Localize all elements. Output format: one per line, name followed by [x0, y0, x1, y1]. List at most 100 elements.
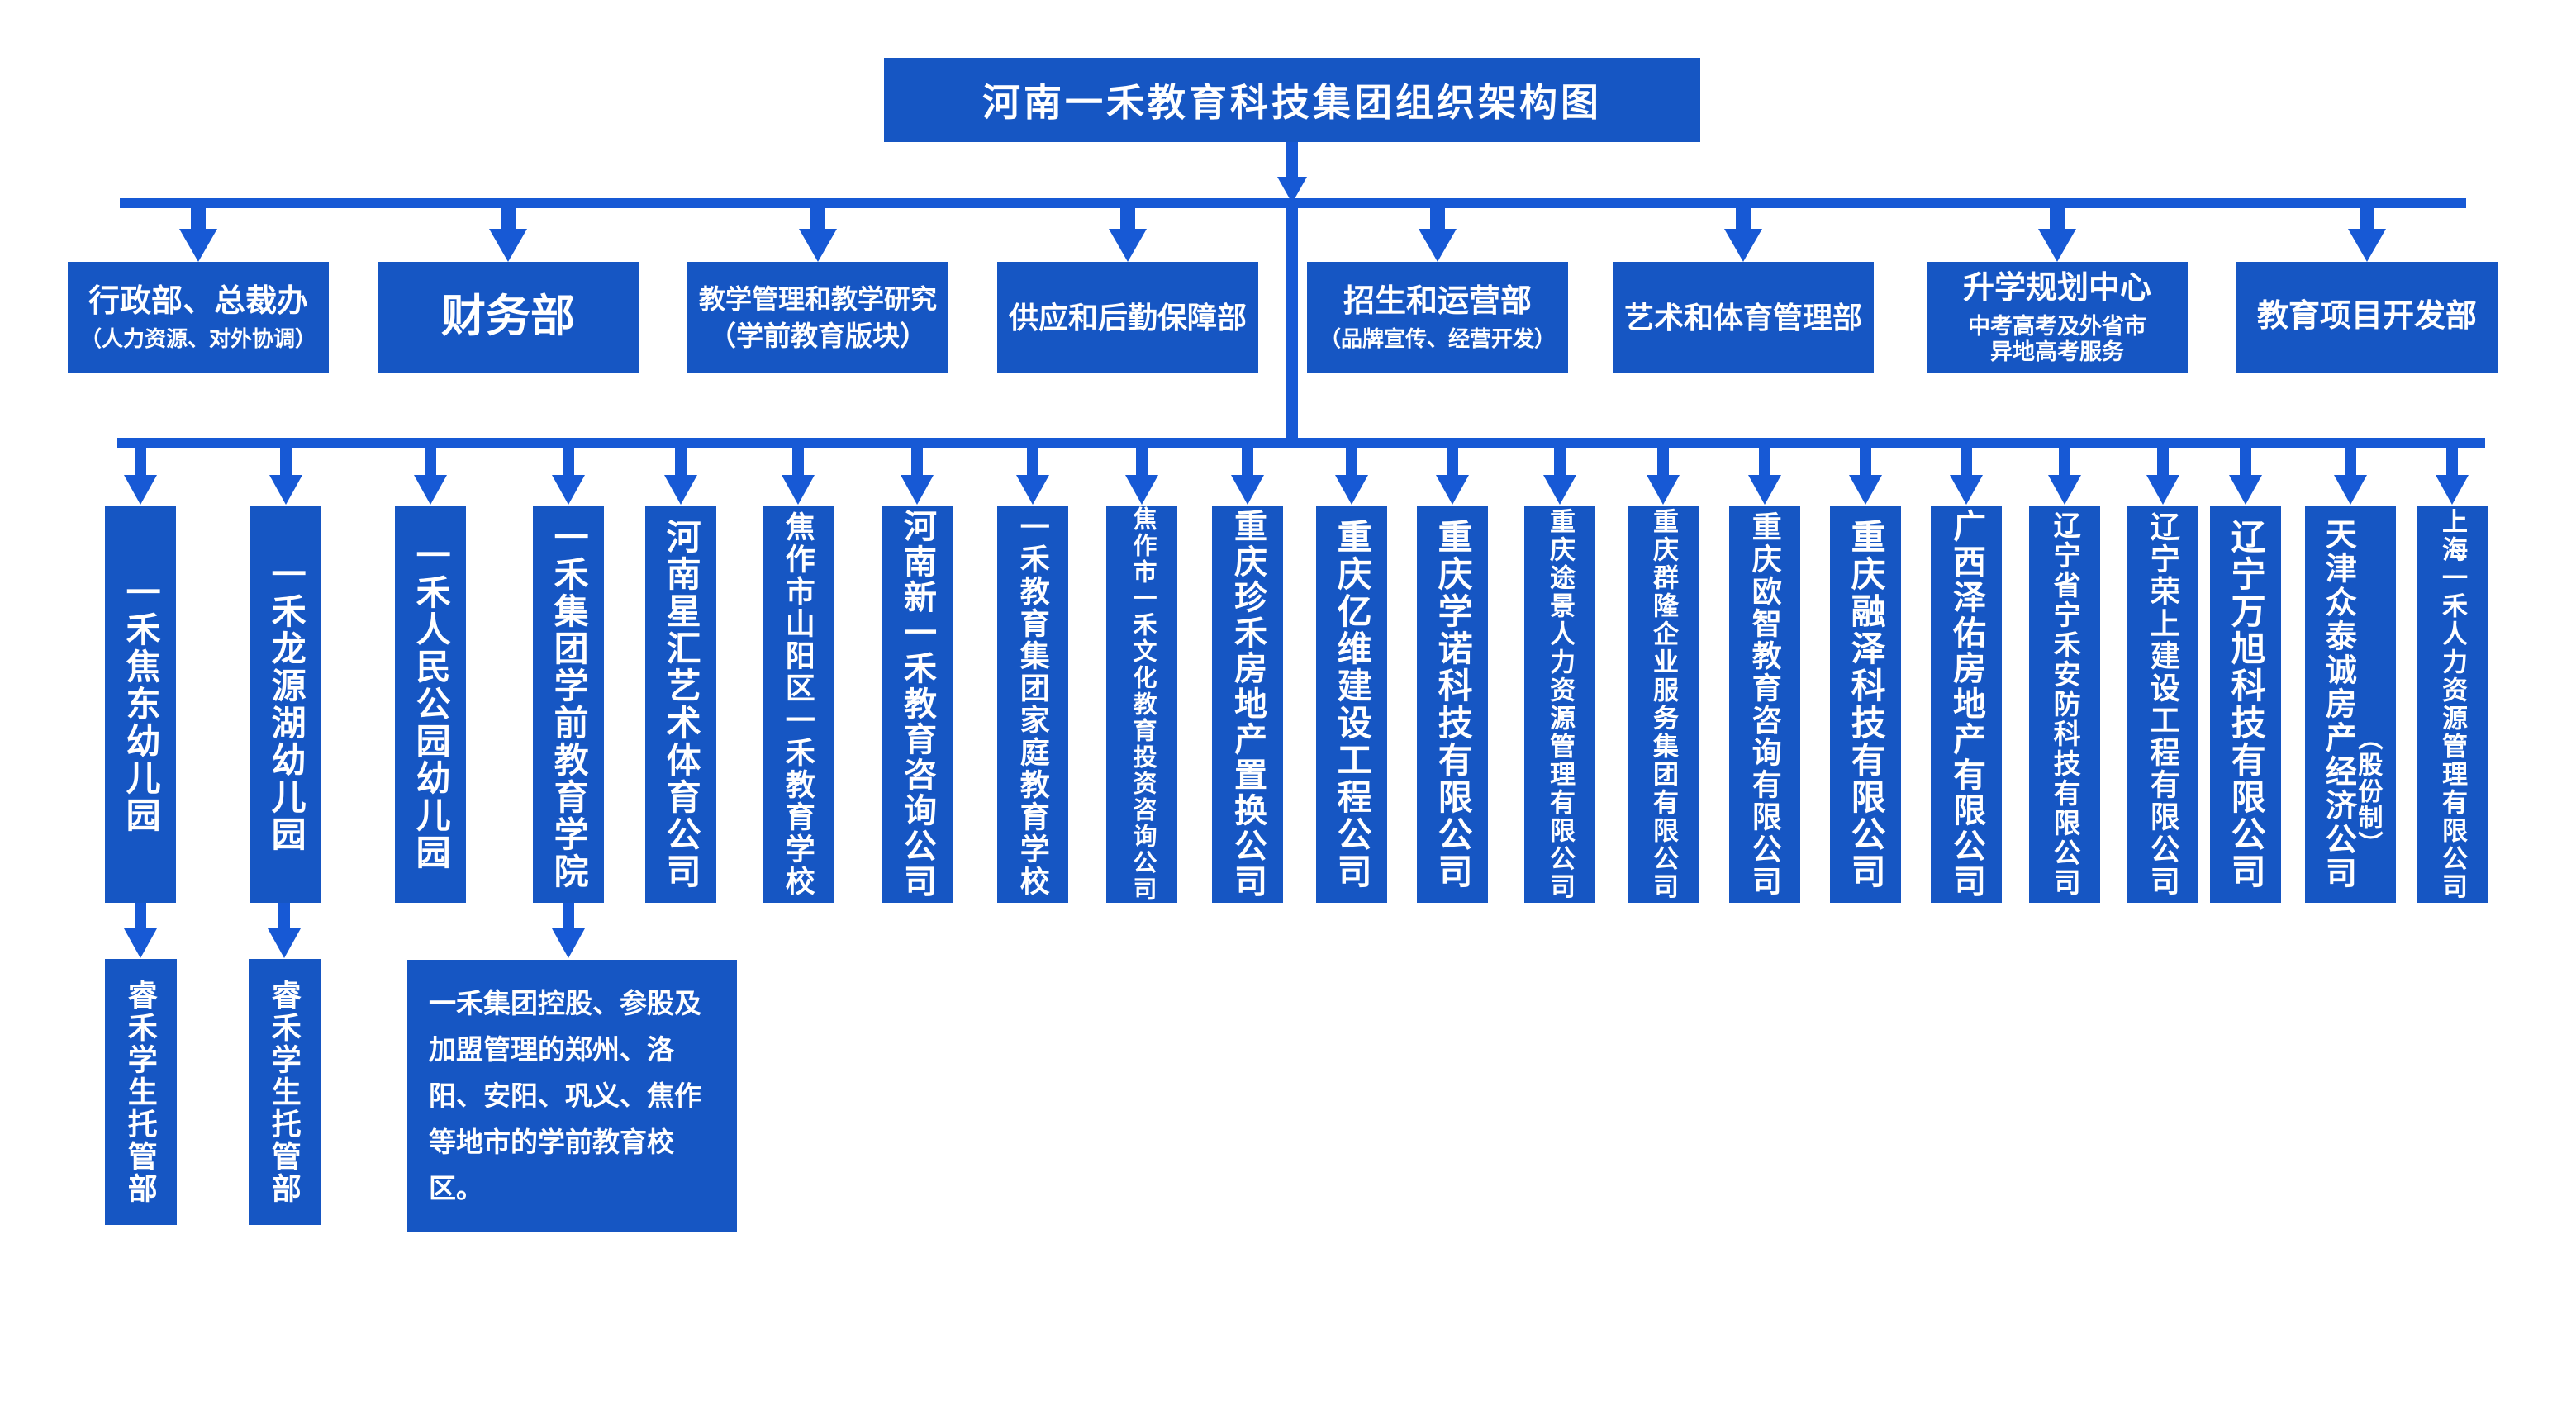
- subsidiary-box: 焦作市山阳区一禾教育学校: [763, 506, 834, 903]
- sub-unit-name: 睿禾学生托管部: [123, 979, 158, 1205]
- department-name: 行政部、总裁办: [88, 284, 308, 320]
- subsidiary-box: 重庆学诺科技有限公司: [1417, 506, 1488, 903]
- subsidiary-arrow-down: [1849, 448, 1882, 505]
- subsidiary-arrow-down: [1647, 448, 1680, 505]
- department-arrow-down: [179, 208, 217, 262]
- subsidiary-box: 重庆珍禾房地产置换公司: [1212, 506, 1283, 903]
- subsidiary-box: 重庆欧智教育咨询有限公司: [1729, 506, 1800, 903]
- subsidiary-box: 辽宁万旭科技有限公司: [2210, 506, 2281, 903]
- department-name: 艺术和体育管理部: [1623, 300, 1862, 335]
- department-subtitle: 中考高考及外省市异地高考服务: [1968, 313, 2146, 364]
- subsidiary-arrow-down: [1436, 448, 1469, 505]
- department-subtitle: （品牌宣传、经营开发）: [1319, 325, 1556, 351]
- subsidiary-name: 天津众泰诚房产经济公司: [2320, 518, 2355, 890]
- subsidiary-box: 重庆融泽科技有限公司: [1830, 506, 1901, 903]
- department-arrow-down: [1109, 208, 1147, 262]
- sub-unit-box: 睿禾学生托管部: [104, 959, 177, 1225]
- subsidiary-box: 上海一禾人力资源管理有限公司: [2417, 506, 2488, 903]
- subsidiary-arrow-down: [1231, 448, 1264, 505]
- subsidiary-name: 重庆亿维建设工程公司: [1333, 518, 1372, 890]
- subsidiary-arrow-down: [2048, 448, 2081, 505]
- department-arrow-down: [489, 208, 527, 262]
- note-box: 一禾集团控股、参股及加盟管理的郑州、洛阳、安阳、巩义、焦作等地市的学前教育校区。: [407, 960, 737, 1232]
- department-arrow-down: [1724, 208, 1762, 262]
- subsidiary-name: 一禾焦东幼儿园: [121, 574, 161, 834]
- subsidiary-box: 辽宁荣上建设工程有限公司: [2127, 506, 2198, 903]
- subsidiary-arrow-down: [2146, 448, 2179, 505]
- subsidiary-box: 河南星汇艺术体育公司: [645, 506, 716, 903]
- sub-unit-arrow-down: [268, 903, 301, 958]
- subsidiary-name-suffix: （股份制）: [2354, 725, 2382, 857]
- department-box: 供应和后勤保障部: [997, 262, 1258, 373]
- subsidiary-arrow-down: [1335, 448, 1368, 505]
- subsidiary-arrow-down: [2229, 448, 2262, 505]
- department-box: 艺术和体育管理部: [1613, 262, 1874, 373]
- subsidiary-name: 广西泽佑房地产有限公司: [1948, 509, 1984, 899]
- subsidiary-name: 河南新一禾教育咨询公司: [899, 509, 935, 899]
- sub-unit-arrow-down: [124, 903, 157, 958]
- subsidiary-box: 一禾集团学前教育学院: [533, 506, 604, 903]
- subsidiary-name: 辽宁荣上建设工程有限公司: [2146, 510, 2180, 898]
- department-name: 教学管理和教学研究: [698, 284, 937, 315]
- subsidiary-arrow-down: [782, 448, 815, 505]
- subsidiary-name: 上海一禾人力资源管理有限公司: [2438, 507, 2468, 901]
- subsidiary-arrow-down: [1543, 448, 1576, 505]
- department-arrow-down: [799, 208, 837, 262]
- department-box: 升学规划中心中考高考及外省市异地高考服务: [1927, 262, 2188, 373]
- sub-unit-name: 睿禾学生托管部: [267, 979, 302, 1205]
- subsidiary-box: 辽宁省宁禾安防科技有限公司: [2029, 506, 2100, 903]
- subsidiary-box: 一禾龙源湖幼儿园: [250, 506, 321, 903]
- subsidiary-arrow-down: [552, 448, 585, 505]
- subsidiary-name: 河南星汇艺术体育公司: [662, 518, 701, 890]
- subsidiary-box: 天津众泰诚房产经济公司（股份制）: [2305, 506, 2396, 903]
- subsidiary-box: 一禾教育集团家庭教育学校: [997, 506, 1068, 903]
- sub-unit-box: 睿禾学生托管部: [248, 959, 321, 1225]
- sub-unit-arrow-down: [552, 903, 585, 958]
- department-name: 供应和后勤保障部: [1008, 300, 1247, 335]
- subsidiary-name: 一禾集团学前教育学院: [549, 518, 589, 890]
- department-arrow-down: [2348, 208, 2386, 262]
- department-name: 招生和运营部: [1343, 284, 1532, 320]
- department-box: 教育项目开发部: [2236, 262, 2498, 373]
- subsidiary-arrow-down: [269, 448, 302, 505]
- subsidiary-name: 重庆融泽科技有限公司: [1846, 518, 1886, 890]
- center-stem: [1286, 206, 1298, 441]
- subsidiary-name: 重庆群隆企业服务集团有限公司: [1649, 507, 1679, 901]
- subsidiary-box: 广西泽佑房地产有限公司: [1931, 506, 2002, 903]
- subsidiary-arrow-down: [664, 448, 697, 505]
- subsidiary-name: 一禾人民公园幼儿园: [411, 537, 451, 871]
- department-box: 财务部: [378, 262, 639, 373]
- subsidiary-box: 重庆群隆企业服务集团有限公司: [1628, 506, 1699, 903]
- department-box: 行政部、总裁办 （人力资源、对外协调）: [68, 262, 329, 373]
- subsidiary-arrow-down: [414, 448, 447, 505]
- subsidiary-box: 一禾人民公园幼儿园: [395, 506, 466, 903]
- subsidiary-box: 重庆亿维建设工程公司: [1316, 506, 1387, 903]
- subsidiary-rail-line: [117, 438, 2485, 448]
- department-rail-line: [120, 198, 2466, 208]
- department-arrow-down: [2038, 208, 2076, 262]
- subsidiary-name: 重庆学诺科技有限公司: [1433, 518, 1473, 890]
- subsidiary-arrow-down: [1950, 448, 1983, 505]
- chart-title: 河南一禾教育科技集团组织架构图: [884, 58, 1700, 142]
- subsidiary-arrow-down: [124, 448, 157, 505]
- department-box: 招生和运营部 （品牌宣传、经营开发）: [1307, 262, 1568, 373]
- subsidiary-arrow-down: [1748, 448, 1781, 505]
- subsidiary-arrow-down: [2436, 448, 2469, 505]
- subsidiary-box: 重庆途景人力资源管理有限公司: [1524, 506, 1595, 903]
- subsidiary-box: 焦作市一禾文化教育投资咨询公司: [1106, 506, 1177, 903]
- subsidiary-box: 河南新一禾教育咨询公司: [882, 506, 953, 903]
- title-arrow-down: [1277, 142, 1307, 203]
- department-subtitle: （人力资源、对外协调）: [79, 325, 316, 351]
- department-name: 财务部: [441, 292, 575, 342]
- department-arrow-down: [1419, 208, 1457, 262]
- department-subtitle: （学前教育版块）: [709, 320, 927, 352]
- subsidiary-name: 焦作市山阳区一禾教育学校: [781, 510, 815, 898]
- subsidiary-name: 辽宁万旭科技有限公司: [2227, 518, 2266, 890]
- subsidiary-name: 一禾龙源湖幼儿园: [267, 555, 307, 853]
- department-name: 教育项目开发部: [2256, 299, 2477, 335]
- subsidiary-name: 重庆珍禾房地产置换公司: [1229, 509, 1266, 899]
- subsidiary-arrow-down: [2334, 448, 2367, 505]
- subsidiary-arrow-down: [1016, 448, 1049, 505]
- department-name: 升学规划中心: [1962, 271, 2151, 306]
